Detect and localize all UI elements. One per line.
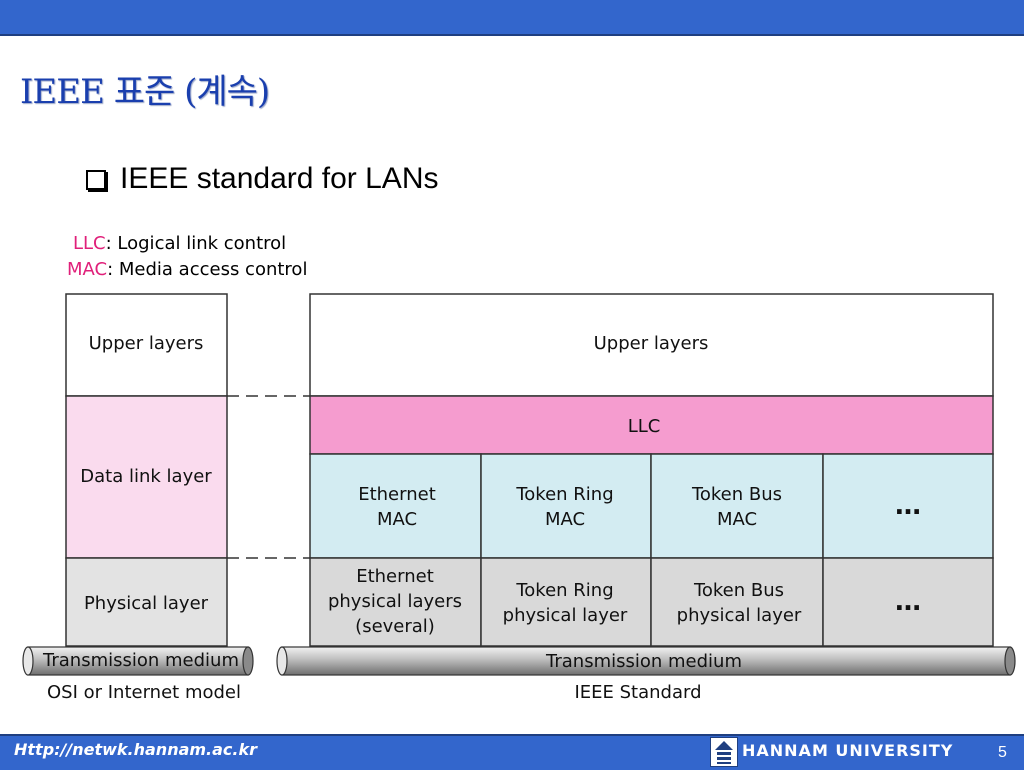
university-name: HANNAM UNIVERSITY <box>742 741 954 760</box>
ieee-upper-label: Upper layers <box>594 333 709 354</box>
mac-token-ring-line1: Token Ring <box>515 484 613 505</box>
phy-more-ellipsis: … <box>895 587 921 617</box>
mac-more-ellipsis: … <box>895 491 921 521</box>
ieee-upper-box <box>309 293 994 397</box>
slide-title: IEEE 표준 (계속) <box>20 72 270 112</box>
osi-data-link-label: Data link layer <box>80 466 212 487</box>
phy-ethernet-line2: physical layers <box>328 591 462 612</box>
mac-box-token-ring <box>480 453 652 559</box>
osi-upper-label: Upper layers <box>89 333 204 354</box>
osi-physical-box <box>65 557 228 647</box>
osi-caption: OSI or Internet model <box>47 682 241 703</box>
legend-mac-desc: : Media access control <box>107 259 308 280</box>
mac-ethernet-line1: Ethernet <box>358 484 436 505</box>
mac-token-ring-line2: MAC <box>545 509 585 530</box>
footer-url-link[interactable]: Http://netwk.hannam.ac.kr <box>14 740 258 759</box>
page-number: 5 <box>998 744 1007 761</box>
phy-token-ring-line2: physical layer <box>503 605 628 626</box>
phy-ethernet-line1: Ethernet <box>356 566 434 587</box>
phy-box-ethernet <box>309 557 482 647</box>
osi-upper-box <box>65 293 228 397</box>
legend-mac-key: MAC <box>67 259 108 280</box>
header-bar <box>0 0 1024 36</box>
phy-box-token-bus <box>650 557 824 647</box>
ieee-transmission-medium <box>276 646 1016 676</box>
phy-token-bus-line1: Token Bus <box>693 580 784 601</box>
ieee-medium-label: Transmission medium <box>545 651 742 672</box>
mac-box-ethernet <box>309 453 482 559</box>
osi-transmission-medium <box>22 646 254 676</box>
checkbox-bullet-icon <box>86 170 106 190</box>
mac-box-more <box>822 453 994 559</box>
legend-mac: MAC: Media access control <box>67 259 307 280</box>
phy-box-more <box>822 557 994 647</box>
osi-physical-label: Physical layer <box>84 593 209 614</box>
osi-data-link-box <box>65 395 228 559</box>
phy-box-token-ring <box>480 557 652 647</box>
phy-token-bus-line2: physical layer <box>677 605 802 626</box>
osi-medium-label: Transmission medium <box>42 650 239 671</box>
mac-token-bus-line1: Token Bus <box>691 484 782 505</box>
phy-token-ring-line1: Token Ring <box>515 580 613 601</box>
bullet-item: IEEE standard for LANs <box>86 162 439 196</box>
ieee-llc-box <box>309 395 994 455</box>
mac-box-token-bus <box>650 453 824 559</box>
university-logo-icon <box>710 737 738 767</box>
phy-ethernet-line3: (several) <box>355 616 435 637</box>
mac-ethernet-line2: MAC <box>377 509 417 530</box>
legend-llc-key: LLC <box>73 233 106 254</box>
mac-token-bus-line2: MAC <box>717 509 757 530</box>
legend-llc-desc: : Logical link control <box>105 233 287 254</box>
bullet-text: IEEE standard for LANs <box>120 162 439 195</box>
legend-llc: LLC: Logical link control <box>73 233 286 254</box>
footer-bar <box>0 734 1024 770</box>
ieee-llc-label: LLC <box>628 416 661 437</box>
ieee-caption: IEEE Standard <box>574 682 701 703</box>
